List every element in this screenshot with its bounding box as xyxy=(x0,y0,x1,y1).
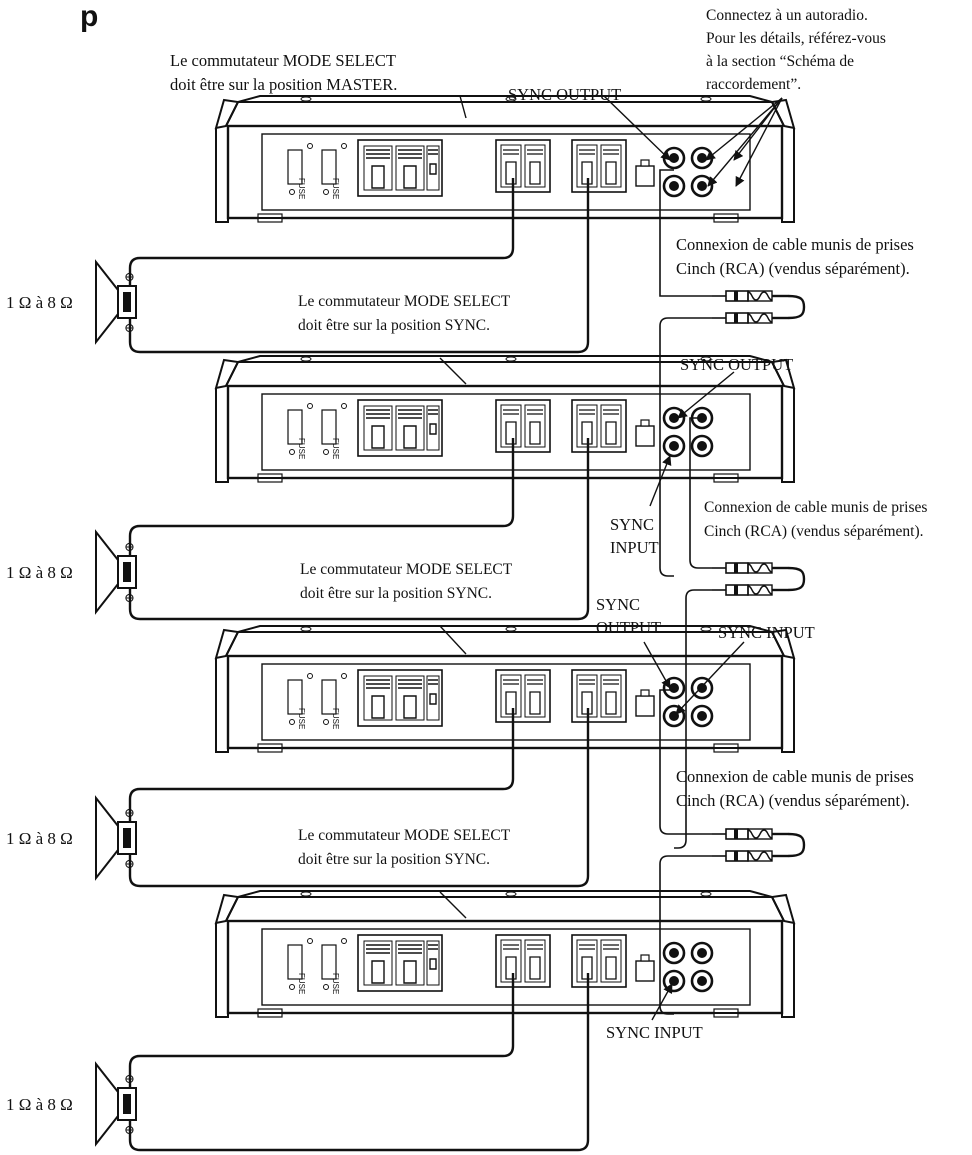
speaker-wire-negative xyxy=(128,178,590,354)
sync-output-label-2: SYNC OUTPUT xyxy=(680,355,793,374)
sync-input-label-3: SYNC INPUT xyxy=(718,623,815,642)
sync-mode-note-3-line2: doit être sur la position SYNC. xyxy=(298,851,490,868)
speaker-impedance: 1 Ω à 8 Ω xyxy=(6,1095,73,1114)
speaker-1: 1 Ω à 8 Ω ⊕ ⊖ xyxy=(6,178,590,354)
speaker-wire-positive xyxy=(128,438,515,556)
amplifier-4: FUSE FUSE xyxy=(214,889,796,1019)
speaker-impedance: 1 Ω à 8 Ω xyxy=(6,563,73,582)
fuse-label: FUSE xyxy=(331,708,340,729)
fuse-label: FUSE xyxy=(297,438,306,459)
fuse-label: FUSE xyxy=(297,178,306,199)
sync-input-label-4: SYNC INPUT xyxy=(606,1023,703,1042)
speaker-wire-positive xyxy=(128,178,515,286)
amplifier-1: FUSE FUSE xyxy=(214,94,796,224)
speaker-3: 1 Ω à 8 Ω ⊕ ⊖ xyxy=(6,708,590,888)
speaker-wire-negative xyxy=(128,973,590,1152)
fuse-label: FUSE xyxy=(297,973,306,994)
rca-cable-3 xyxy=(659,689,806,1015)
rca-cable-1 xyxy=(659,169,806,577)
cable-note-2-line2: Cinch (RCA) (vendus séparément). xyxy=(704,523,924,540)
head-unit-note-line3: à la section “Schéma de xyxy=(706,53,854,70)
master-mode-note-line2: doit être sur la position MASTER. xyxy=(170,75,397,94)
head-unit-note-line1: Connectez à un autoradio. xyxy=(706,7,868,24)
fuse-label: FUSE xyxy=(331,178,340,199)
sync-input-label-2-line2: INPUT xyxy=(610,538,659,557)
amplifier-2: FUSE FUSE xyxy=(214,354,796,484)
speaker-impedance: 1 Ω à 8 Ω xyxy=(6,293,73,312)
amplifier-3: FUSE FUSE xyxy=(214,624,796,754)
heading-fragment: p xyxy=(80,0,98,33)
sync-mode-note-1-line2: doit être sur la position SYNC. xyxy=(298,317,490,334)
fuse-label: FUSE xyxy=(331,438,340,459)
sync-input-label-2-line1: SYNC xyxy=(610,515,654,534)
speaker-wire-negative xyxy=(128,438,590,621)
rca-cable-2 xyxy=(674,417,806,849)
sync-mode-note-3-line1: Le commutateur MODE SELECT xyxy=(298,827,511,844)
speaker-wire-positive xyxy=(128,973,515,1088)
speaker-4: 1 Ω à 8 Ω ⊕ ⊖ xyxy=(6,973,590,1152)
cable-note-2-line1: Connexion de cable munis de prises xyxy=(704,499,927,516)
speaker-wire-positive xyxy=(128,708,515,822)
sync-output-label-3-line1: SYNC xyxy=(596,595,640,614)
head-unit-note-line2: Pour les détails, référez-vous xyxy=(706,30,886,47)
sync-mode-note-1-line1: Le commutateur MODE SELECT xyxy=(298,293,511,310)
sync-output-label-1: SYNC OUTPUT xyxy=(508,85,621,104)
sync-mode-note-2-line1: Le commutateur MODE SELECT xyxy=(300,561,513,578)
sync-output-label-3-line2: OUTPUT xyxy=(596,618,661,637)
cable-note-1-line1: Connexion de cable munis de prises xyxy=(676,235,914,254)
fuse-label: FUSE xyxy=(297,708,306,729)
cable-note-1-line2: Cinch (RCA) (vendus séparément). xyxy=(676,259,910,278)
cable-note-3-line1: Connexion de cable munis de prises xyxy=(676,767,914,786)
speaker-wire-negative xyxy=(128,708,590,888)
speaker-2: 1 Ω à 8 Ω ⊕ ⊖ xyxy=(6,438,590,621)
head-unit-note-line4: raccordement”. xyxy=(706,76,801,93)
master-mode-note-line1: Le commutateur MODE SELECT xyxy=(170,51,396,70)
cable-note-3-line2: Cinch (RCA) (vendus séparément). xyxy=(676,791,910,810)
speaker-impedance: 1 Ω à 8 Ω xyxy=(6,829,73,848)
fuse-label: FUSE xyxy=(331,973,340,994)
sync-mode-note-2-line2: doit être sur la position SYNC. xyxy=(300,585,492,602)
